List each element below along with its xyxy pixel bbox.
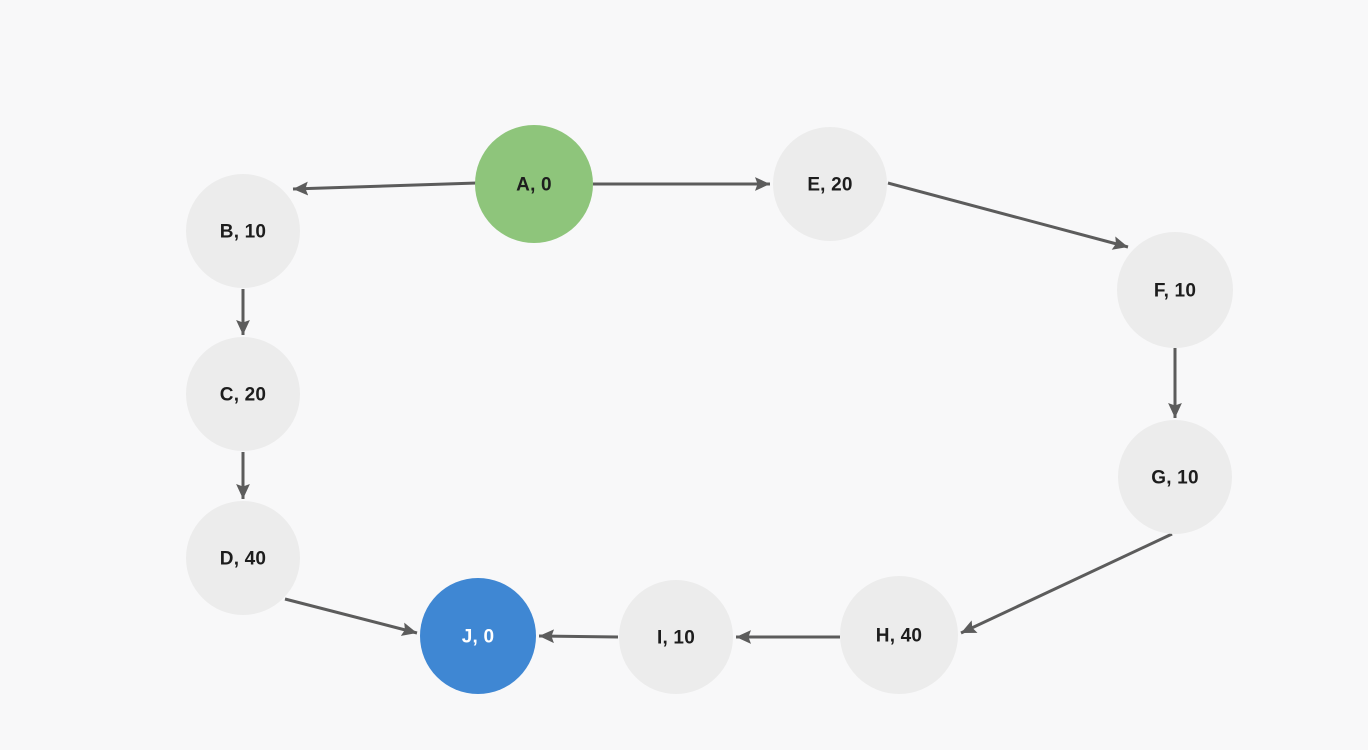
node-H-circle[interactable]: [840, 576, 958, 694]
node-B-circle[interactable]: [186, 174, 300, 288]
edge-I-J: [538, 629, 619, 644]
node-J-label: J, 0: [462, 627, 495, 648]
node-C-label: C, 20: [220, 385, 266, 406]
node-C-circle[interactable]: [186, 337, 300, 451]
edge-A-B: [292, 181, 478, 196]
node-I-label: I, 10: [657, 628, 695, 649]
node-I[interactable]: I, 10: [619, 580, 733, 694]
node-F-circle[interactable]: [1117, 232, 1233, 348]
node-E-label: E, 20: [807, 175, 852, 196]
node-D-circle[interactable]: [186, 501, 300, 615]
node-H[interactable]: H, 40: [840, 576, 958, 694]
node-G[interactable]: G, 10: [1118, 420, 1232, 534]
node-J[interactable]: J, 0: [420, 578, 536, 694]
edge-layer: [236, 177, 1182, 644]
node-J-circle[interactable]: [420, 578, 536, 694]
node-A[interactable]: A, 0: [475, 125, 593, 243]
node-D-label: D, 40: [220, 549, 266, 570]
node-G-label: G, 10: [1151, 468, 1198, 489]
node-B-label: B, 10: [220, 222, 266, 243]
node-E-circle[interactable]: [773, 127, 887, 241]
node-G-circle[interactable]: [1118, 420, 1232, 534]
node-F[interactable]: F, 10: [1117, 232, 1233, 348]
node-layer: A, 0 B, 10 C, 20 D, 40 E, 20 F, 10 G, 10 H, 40 I…: [186, 125, 1233, 694]
node-F-label: F, 10: [1154, 281, 1196, 302]
node-I-circle[interactable]: [619, 580, 733, 694]
node-B[interactable]: B, 10: [186, 174, 300, 288]
node-A-circle[interactable]: [475, 125, 593, 243]
node-D[interactable]: D, 40: [186, 501, 300, 615]
node-H-label: H, 40: [876, 626, 922, 647]
node-E[interactable]: E, 20: [773, 127, 887, 241]
edge-G-H: [960, 532, 1173, 635]
edge-D-J: [284, 597, 418, 636]
edge-E-F: [887, 181, 1129, 250]
node-A-label: A, 0: [516, 175, 552, 196]
node-C[interactable]: C, 20: [186, 337, 300, 451]
